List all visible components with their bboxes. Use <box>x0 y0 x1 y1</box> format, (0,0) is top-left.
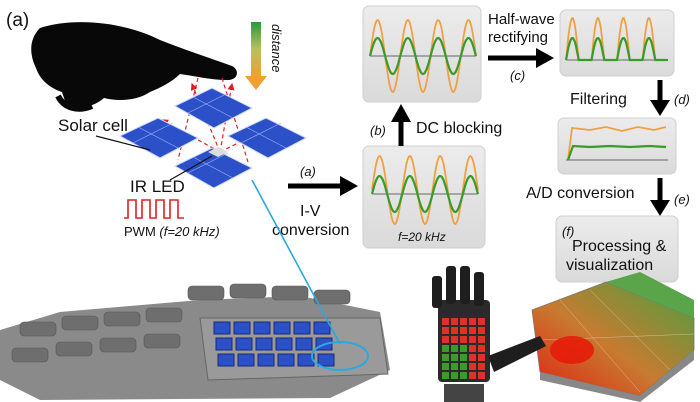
sensor-pixel <box>478 345 485 352</box>
sensor-pixel <box>442 336 449 343</box>
palm-solar-cell <box>213 321 231 335</box>
dc-block-arrow <box>391 104 411 146</box>
iv-arrow <box>288 176 358 196</box>
solar-cell-leader <box>95 135 151 151</box>
half-wave-line1: Half-wave <box>488 11 555 28</box>
sensor-pixel <box>469 345 476 352</box>
sensor-pixel <box>478 318 485 325</box>
filtered-box <box>557 117 677 175</box>
sensor-pixel <box>460 336 467 343</box>
ad-conversion-label: A/D conversion <box>526 185 635 202</box>
sensor-pixel <box>460 363 467 370</box>
step-c-label: (c) <box>510 68 525 83</box>
sensor-pixel <box>478 354 485 361</box>
sensor-pixel <box>469 354 476 361</box>
processing-line2: visualization <box>566 257 653 274</box>
dc-blocked-box <box>362 5 482 103</box>
sensor-pixel <box>478 372 485 379</box>
step-e-label: (e) <box>674 192 690 207</box>
sensor-pixel <box>451 354 458 361</box>
surface-plot-icon <box>531 272 695 402</box>
sensor-pixel <box>460 354 467 361</box>
sensor-pixel <box>469 372 476 379</box>
half-wave-line2: rectifying <box>488 29 548 46</box>
panel-letter: (a) <box>6 10 29 31</box>
palm-solar-cell <box>277 353 295 367</box>
sensor-pixel <box>451 372 458 379</box>
sensor-pixel <box>442 327 449 334</box>
ad-arrow <box>650 178 670 216</box>
palm-solar-cell <box>275 337 293 351</box>
distance-gradient-icon <box>245 22 267 90</box>
sensor-pixel <box>451 327 458 334</box>
palm-solar-cell <box>293 321 311 335</box>
rectified-box <box>559 9 675 77</box>
solar-cell-label: Solar cell <box>58 116 128 135</box>
half-wave-arrow <box>488 48 554 68</box>
palm-solar-cell <box>217 353 235 367</box>
pwm-label: PWM (f=20 kHz) <box>124 224 220 239</box>
filtering-arrow <box>650 80 670 116</box>
iv-label-line1: I-V <box>300 203 321 220</box>
iv-label-line2: conversion <box>272 222 349 239</box>
filtering-label: Filtering <box>570 91 627 108</box>
sensor-pixel <box>460 327 467 334</box>
sensor-pixel <box>442 354 449 361</box>
solar-array-icon <box>118 87 308 189</box>
palm-solar-cells <box>213 321 335 367</box>
ir-led-label: IR LED <box>130 177 185 196</box>
sensor-pixel <box>469 318 476 325</box>
box1-freq-label: f=20 kHz <box>398 230 446 244</box>
raw-signal-box <box>362 145 486 249</box>
sensor-pixel <box>442 318 449 325</box>
sensor-pixel <box>451 318 458 325</box>
highlight-ellipse <box>311 341 369 371</box>
palm-solar-cell <box>273 321 291 335</box>
ir-led-leader <box>169 155 213 181</box>
sensor-pixel <box>442 372 449 379</box>
palm-solar-cell <box>255 337 273 351</box>
palm-solar-cell <box>233 321 251 335</box>
sensor-skin-icon <box>442 318 485 379</box>
palm-solar-cell <box>237 353 255 367</box>
sensor-pixel <box>460 372 467 379</box>
sensor-pixel <box>469 363 476 370</box>
sensor-pixel <box>460 318 467 325</box>
palm-solar-cell <box>295 337 313 351</box>
step-f-label: (f) <box>562 224 574 239</box>
sensor-pixel <box>442 345 449 352</box>
sensor-pixel <box>469 336 476 343</box>
dc-blocking-label: DC blocking <box>416 120 502 137</box>
palm-solar-cell <box>253 321 271 335</box>
palm-solar-cell <box>235 337 253 351</box>
sensor-pixel <box>478 336 485 343</box>
palm-solar-cell <box>313 321 331 335</box>
robot-hand-icon <box>432 266 546 402</box>
hand-icon <box>31 22 237 112</box>
sensor-pixel <box>469 327 476 334</box>
step-b-label: (b) <box>370 123 386 138</box>
sensor-pixel <box>451 363 458 370</box>
palm-solar-cell <box>317 353 335 367</box>
step-d-label: (d) <box>674 92 690 107</box>
sensor-pixel <box>451 336 458 343</box>
pwm-pulse-icon <box>124 199 184 219</box>
palm-solar-cell <box>257 353 275 367</box>
sensor-pixel <box>442 363 449 370</box>
robotic-palm <box>0 283 390 400</box>
sensor-pixel <box>478 327 485 334</box>
palm-solar-cell <box>215 337 233 351</box>
sensor-pixel <box>460 345 467 352</box>
zoom-leader <box>251 179 341 345</box>
distance-label: distance <box>269 24 284 72</box>
sensor-pixel <box>451 345 458 352</box>
sensor-pixel <box>478 363 485 370</box>
step-a-label: (a) <box>300 164 316 179</box>
processing-line1: Processing & <box>572 238 667 255</box>
